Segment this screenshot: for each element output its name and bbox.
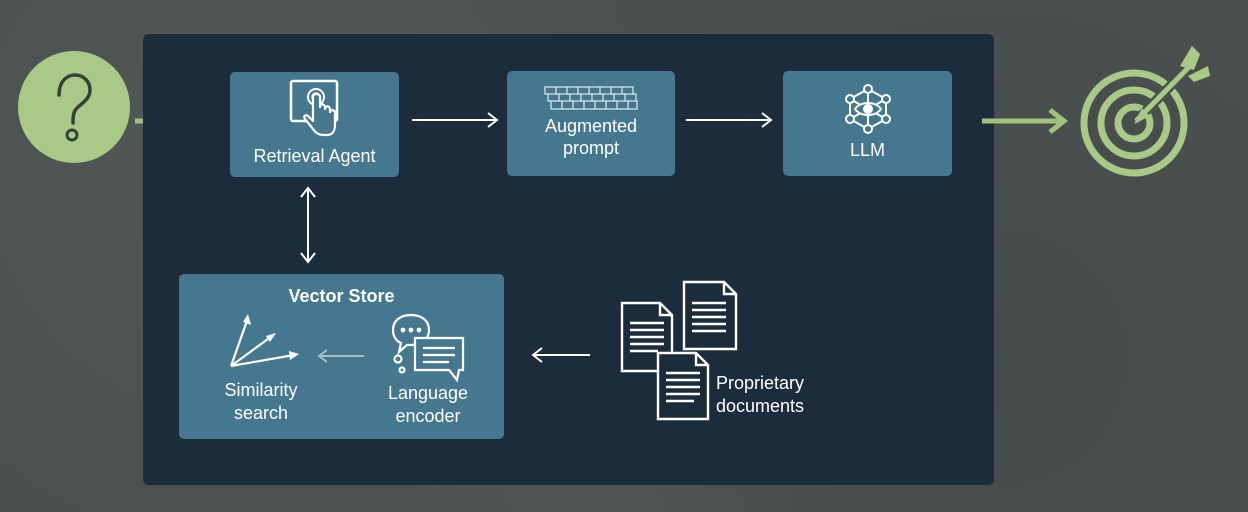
arrow-to-llm (686, 112, 773, 128)
arrow-to-prompt (412, 112, 499, 128)
language-encoder-label: Language encoder (387, 383, 469, 426)
retrieval-agent-node: Retrieval Agent (230, 72, 399, 177)
augmented-prompt-node: Augmented prompt (507, 71, 675, 176)
arrow-docs-to-vector-store (531, 347, 590, 363)
vector-store-title: Vector Store (288, 286, 395, 306)
touch-screen-icon (289, 79, 338, 137)
output-arrow (982, 108, 1069, 134)
arrow-encoder-to-similarity (317, 349, 364, 363)
llm-label: LLM (849, 140, 885, 160)
llm-node: LLM (783, 71, 952, 176)
similarity-search-label: Similarity search (224, 380, 298, 423)
neural-network-icon (844, 84, 891, 134)
bidirectional-arrow (300, 186, 316, 264)
proprietary-documents-label: Proprietary documents (716, 373, 805, 416)
documents-icon (620, 280, 738, 421)
chat-bubbles-icon (391, 313, 465, 383)
target-icon (1080, 46, 1210, 177)
augmented-prompt-label: Augmented prompt (544, 116, 638, 158)
question-mark-icon (18, 51, 130, 163)
retrieval-agent-label: Retrieval Agent (253, 146, 376, 166)
prompt-grid-icon (544, 86, 638, 110)
vectors-icon (229, 314, 299, 368)
